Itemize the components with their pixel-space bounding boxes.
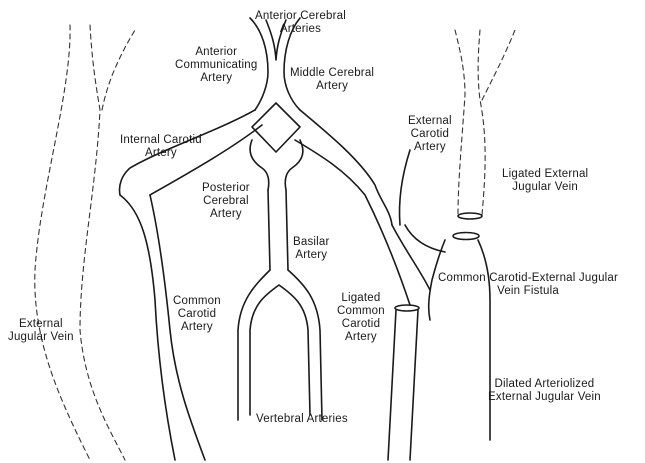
label-dilated-arteriolized-vein: Dilated Arteriolized External Jugular Ve…	[488, 378, 601, 403]
label-ligated-external-jugular-vein: Ligated External Jugular Vein	[502, 168, 589, 193]
label-external-carotid-artery: External Carotid Artery	[408, 115, 452, 153]
right-internal-carotid	[294, 109, 431, 306]
fistula-and-dilated-vein	[427, 239, 491, 441]
label-middle-cerebral-artery: Middle Cerebral Artery	[290, 67, 375, 92]
label-vertebral-arteries: Vertebral Arteries	[256, 413, 348, 425]
ligated-common-carotid	[387, 304, 420, 461]
external-jugular-ligation	[452, 212, 483, 241]
label-anterior-communicating-artery: Anterior Communicating Artery	[175, 46, 258, 84]
left-internal-carotid	[118, 109, 263, 461]
left-external-jugular-vein	[34, 24, 136, 461]
label-ligated-common-carotid-artery: Ligated Common Carotid Artery	[337, 292, 385, 343]
upper-right-jugular-vein	[454, 29, 516, 216]
external-carotid	[398, 149, 446, 253]
circle-of-willis	[251, 102, 301, 153]
vertebral-arteries	[237, 269, 323, 421]
label-anterior-cerebral-arteries: Anterior Cerebral Arteries	[255, 10, 346, 35]
posterior-cerebral-and-basilar	[249, 139, 304, 271]
label-common-carotid-artery: Common Carotid Artery	[173, 295, 221, 333]
label-external-jugular-vein: External Jugular Vein	[8, 318, 74, 343]
label-posterior-cerebral-artery: Posterior Cerebral Artery	[202, 182, 250, 220]
anterior-cerebral-arteries	[249, 17, 301, 111]
label-fistula: Common Carotid-External Jugular Vein Fis…	[438, 272, 619, 297]
label-internal-carotid-artery: Internal Carotid Artery	[120, 134, 202, 159]
label-basilar-artery: Basilar Artery	[293, 236, 330, 261]
